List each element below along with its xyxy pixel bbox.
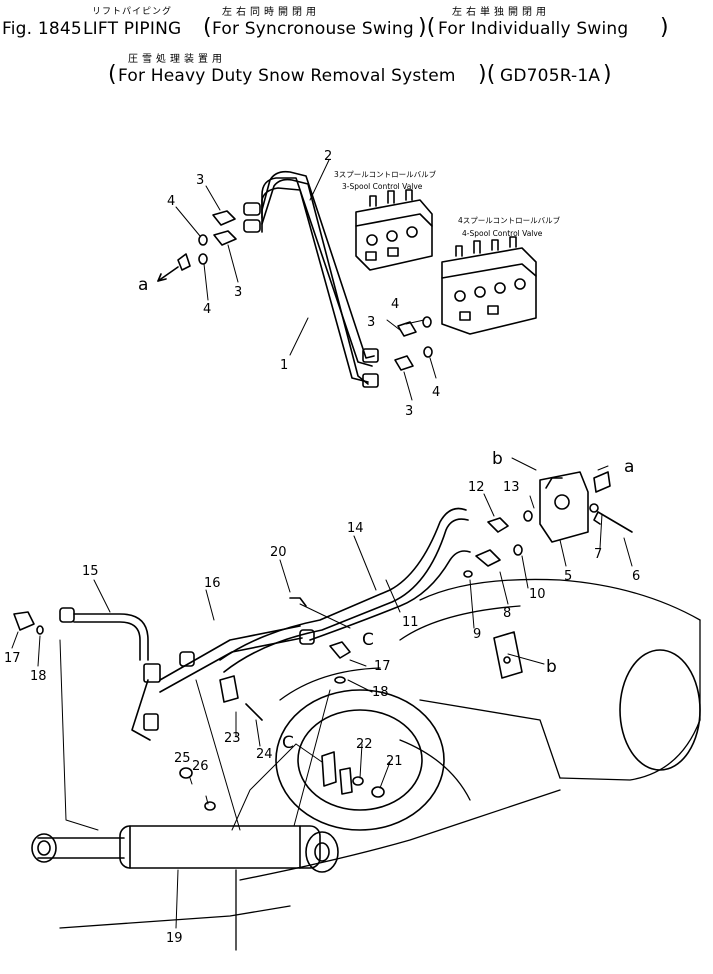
four-spool-valve bbox=[441, 236, 537, 335]
callout-20: 20 bbox=[270, 545, 287, 560]
bracket-plate bbox=[339, 767, 353, 795]
bracket-plate bbox=[321, 751, 337, 787]
variant1-label: For Syncronouse Swing bbox=[212, 19, 414, 39]
variant2-label: For Individually Swing bbox=[438, 19, 629, 39]
callout-3: 3 bbox=[196, 173, 204, 188]
callout-24: 24 bbox=[256, 747, 273, 762]
pipe-11 bbox=[309, 550, 471, 641]
paren-open-3: ( bbox=[108, 62, 117, 87]
three-spool-label: 3-Spool Control Valve bbox=[342, 182, 423, 191]
callout-9: 9 bbox=[473, 627, 481, 642]
leader-lines-upper bbox=[175, 159, 437, 401]
leader-lines-lower bbox=[11, 457, 633, 929]
callout-4: 4 bbox=[432, 385, 440, 400]
bracket bbox=[493, 631, 523, 679]
callout-13: 13 bbox=[503, 480, 520, 495]
ref-a-upper: a bbox=[138, 275, 148, 295]
four-spool-label: 4-Spool Control Valve bbox=[462, 229, 543, 238]
callout-22: 22 bbox=[356, 737, 373, 752]
pipe-2 bbox=[261, 170, 375, 385]
callout-6: 6 bbox=[632, 569, 640, 584]
paren-close-4: ) bbox=[603, 62, 612, 87]
callout-17: 17 bbox=[4, 651, 21, 666]
callout-19: 19 bbox=[166, 931, 183, 946]
ref-a-lower: a bbox=[624, 457, 634, 477]
callout-5: 5 bbox=[564, 569, 572, 584]
callout-15: 15 bbox=[82, 564, 99, 579]
callout-4: 4 bbox=[167, 194, 175, 209]
fig-number: Fig. 1845 bbox=[2, 19, 82, 39]
pipe-end-nut bbox=[243, 202, 379, 388]
callout-17: 17 bbox=[374, 659, 391, 674]
hose-15 bbox=[73, 613, 149, 661]
fitting-3 bbox=[212, 210, 417, 371]
o-ring-4 bbox=[198, 234, 433, 358]
three-spool-jp: 3スプールコントロールバルブ bbox=[334, 169, 437, 179]
callout-3: 3 bbox=[367, 315, 375, 330]
variant3-label: For Heavy Duty Snow Removal System bbox=[118, 66, 456, 86]
ref-arrow-a bbox=[157, 266, 179, 282]
callout-16: 16 bbox=[204, 576, 221, 591]
arrow-head bbox=[157, 273, 167, 282]
hose-16 bbox=[159, 625, 303, 693]
paren-pair-3: )( bbox=[478, 62, 496, 87]
callout-10: 10 bbox=[529, 587, 546, 602]
callout-3: 3 bbox=[234, 285, 242, 300]
pipe-14 bbox=[219, 507, 469, 673]
ref-flag bbox=[177, 253, 191, 271]
callout-7: 7 bbox=[594, 547, 602, 562]
paren-open-1: ( bbox=[203, 15, 212, 40]
callout-18: 18 bbox=[30, 669, 47, 684]
paren-close-2: ) bbox=[660, 15, 669, 40]
valve-block-5 bbox=[539, 471, 589, 543]
lift-cylinder bbox=[31, 825, 339, 873]
figure-header: リフトパイピング 左右同時開閉用 左右単独開閉用 Fig. 1845 LIFT … bbox=[0, 0, 713, 100]
tube-down bbox=[131, 679, 151, 741]
callout-12: 12 bbox=[468, 480, 485, 495]
callout-14: 14 bbox=[347, 521, 364, 536]
pipe-1 bbox=[261, 177, 373, 383]
paren-pair-1: )( bbox=[418, 15, 436, 40]
callout-2: 2 bbox=[324, 149, 332, 164]
ref-c-lower: C bbox=[282, 733, 294, 753]
callout-4: 4 bbox=[203, 302, 211, 317]
fig-title: LIFT PIPING bbox=[83, 19, 182, 39]
ref-c-upper: C bbox=[362, 630, 374, 650]
bolt-6 bbox=[593, 511, 633, 533]
variant2-jp: 左右単独開閉用 bbox=[452, 7, 550, 18]
ref-b-upper: b bbox=[492, 449, 503, 469]
variant3-jp: 圧雪処理装置用 bbox=[128, 54, 226, 65]
callout-18: 18 bbox=[372, 685, 389, 700]
model-label: GD705R-1A bbox=[500, 66, 601, 86]
callout-25: 25 bbox=[174, 751, 191, 766]
three-spool-valve bbox=[355, 189, 433, 271]
bracket-hole bbox=[503, 656, 511, 664]
title-kana: リフトパイピング bbox=[92, 7, 173, 17]
axle-end bbox=[619, 649, 701, 771]
four-spool-jp: 4スプールコントロールバルブ bbox=[458, 215, 561, 225]
ref-flag-lower bbox=[593, 471, 611, 493]
frame-body bbox=[59, 578, 701, 951]
callout-11: 11 bbox=[402, 615, 419, 630]
ref-b-lower: b bbox=[546, 657, 557, 677]
callout-4: 4 bbox=[391, 297, 399, 312]
callout-1: 1 bbox=[280, 358, 288, 373]
trunnion-ring bbox=[275, 689, 445, 831]
fittings-lower bbox=[13, 503, 599, 811]
callout-3: 3 bbox=[405, 404, 413, 419]
callout-21: 21 bbox=[386, 754, 403, 769]
variant1-jp: 左右同時開閉用 bbox=[222, 7, 320, 18]
callout-23: 23 bbox=[224, 731, 241, 746]
callout-26: 26 bbox=[192, 759, 209, 774]
callout-8: 8 bbox=[503, 606, 511, 621]
